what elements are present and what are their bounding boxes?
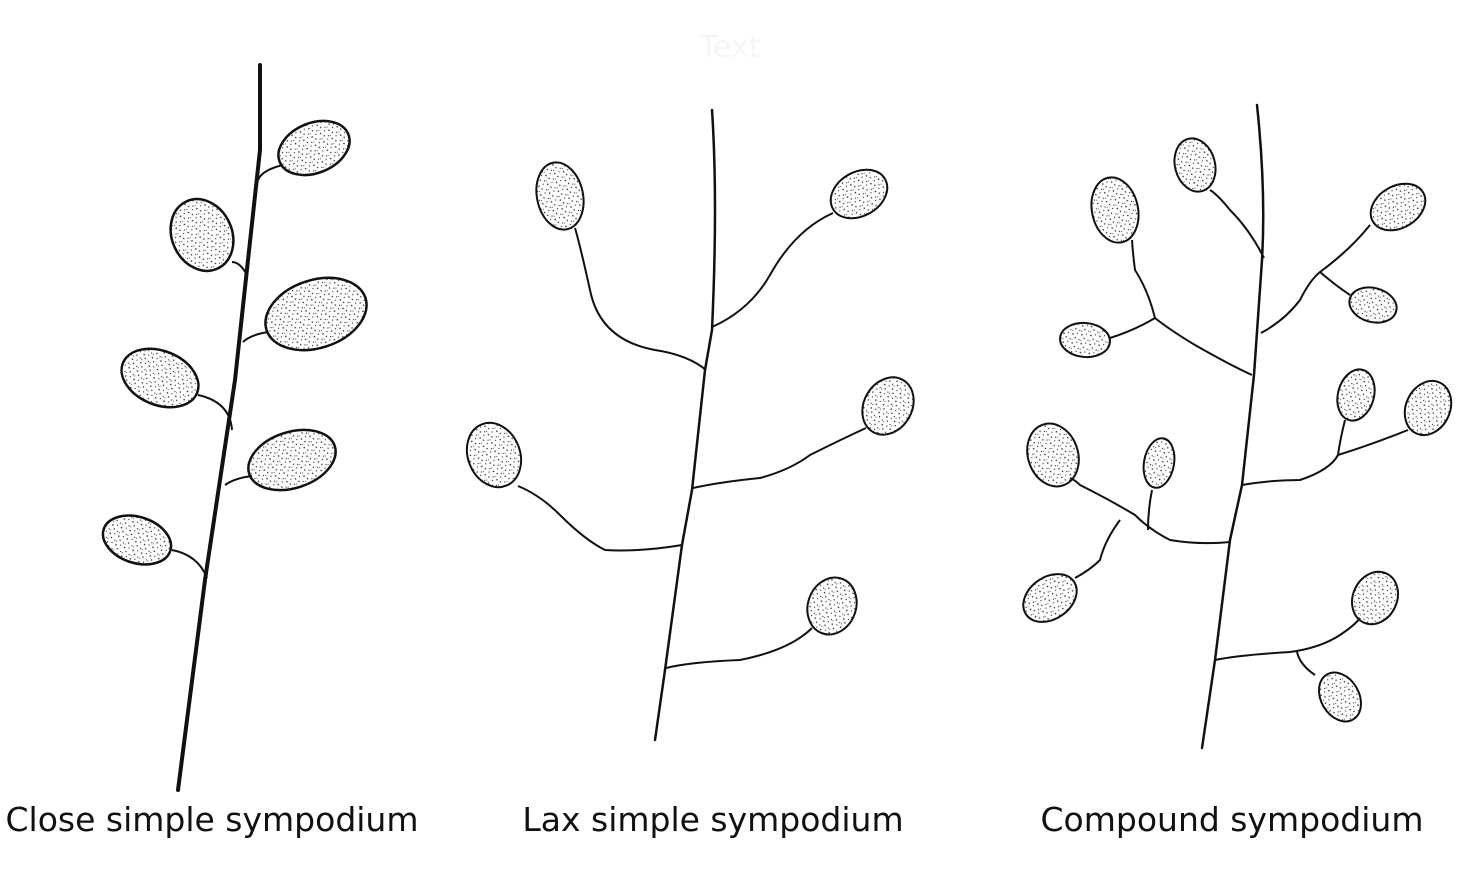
compound-sympodium-diagram: [1022, 103, 1453, 750]
compound-spore-6: [1336, 368, 1376, 422]
lax-spore-2: [829, 168, 889, 220]
compound-branch-6: [1241, 419, 1346, 486]
close-branch-4: [197, 394, 233, 431]
close-branch-1: [257, 164, 284, 181]
lax-spore-5: [806, 576, 858, 636]
compound-branch-12: [1296, 651, 1316, 676]
compound-branch-3: [1209, 189, 1265, 259]
compound-branch-11: [1214, 617, 1361, 661]
lax-spore-1: [535, 161, 585, 231]
compound-spore-5: [1059, 321, 1111, 359]
close-spore-2: [169, 197, 235, 273]
lax-sympodium-caption: Lax simple sympodium: [522, 800, 904, 839]
compound-sympodium-caption: Compound sympodium: [1040, 800, 1424, 839]
compound-spore-1: [1173, 137, 1217, 193]
compound-spore-7: [1403, 379, 1453, 437]
close-spore-5: [247, 428, 337, 492]
close-sympodium-diagram: [101, 63, 368, 792]
lax-branch-4: [517, 485, 683, 552]
compound-branch-8: [1069, 477, 1231, 545]
lax-branch-3: [692, 427, 867, 489]
close-spore-3: [264, 276, 368, 352]
compound-spore-4: [1348, 286, 1398, 324]
close-spore-6: [101, 514, 173, 566]
close-branch-2: [231, 261, 248, 276]
lax-branch-5: [665, 627, 813, 669]
compound-branch-1: [1260, 224, 1371, 334]
lax-main-axis: [653, 108, 717, 742]
faint-header-text: Text: [699, 30, 761, 65]
close-sympodium-caption: Close simple sympodium: [5, 800, 419, 839]
compound-branch-9: [1147, 489, 1153, 531]
compound-spore-3: [1369, 182, 1427, 232]
compound-branch-10: [1074, 519, 1121, 579]
compound-spore-2: [1090, 176, 1140, 244]
close-spore-4: [120, 347, 200, 409]
compound-branch-4: [1131, 239, 1253, 376]
compound-spore-8: [1026, 422, 1080, 488]
compound-spore-9: [1142, 437, 1176, 489]
lax-sympodium-diagram: [465, 108, 915, 742]
close-branch-3: [242, 331, 269, 343]
close-spore-1: [277, 119, 351, 177]
close-branch-5: [224, 475, 253, 486]
lax-branch-1: [711, 212, 834, 328]
compound-spore-11: [1351, 570, 1399, 626]
compound-spore-12: [1318, 671, 1362, 723]
compound-spore-10: [1022, 573, 1078, 623]
lax-branch-2: [574, 227, 707, 371]
close-main-axis: [176, 63, 262, 792]
lax-spore-4: [465, 421, 523, 489]
compound-branch-7: [1337, 429, 1409, 456]
close-branch-6: [171, 549, 208, 579]
compound-branch-5: [1109, 317, 1156, 339]
lax-spore-3: [861, 376, 915, 436]
compound-main-axis: [1200, 103, 1265, 750]
compound-branch-2: [1319, 271, 1351, 296]
